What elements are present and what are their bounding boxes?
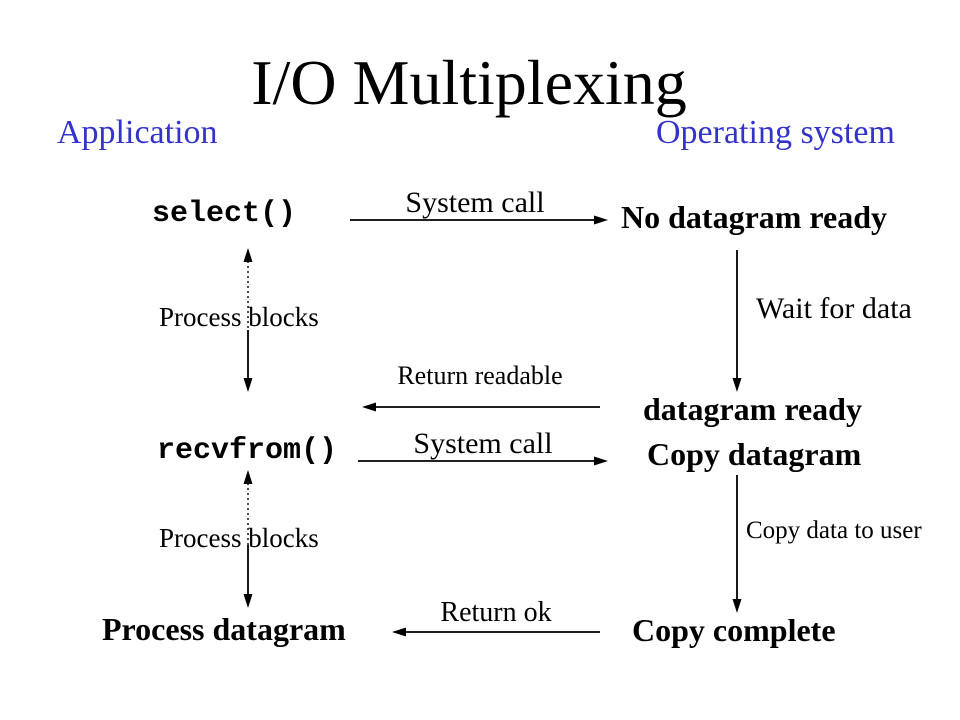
label-system-call-1: System call (405, 186, 545, 219)
system-call-1-arrow (350, 215, 608, 225)
label-wait-for-data: Wait for data (756, 292, 912, 325)
return-ok-arrow (392, 627, 600, 637)
label-copy-data-to-user: Copy data to user (746, 517, 922, 544)
node-recvfrom-call: recvfrom() (157, 434, 338, 468)
node-process-datagram: Process datagram (102, 611, 346, 647)
label-return-ok: Return ok (440, 597, 552, 628)
label-system-call-2: System call (413, 427, 553, 460)
label-return-readable: Return readable (397, 361, 563, 390)
copy-data-to-user-arrow (732, 475, 742, 613)
process-blocks-2-arrow (243, 470, 253, 608)
return-readable-arrow (362, 402, 600, 412)
node-copy-datagram: Copy datagram (647, 436, 862, 472)
system-call-2-arrow (358, 456, 608, 466)
node-select-call: select() (152, 197, 297, 231)
label-process-blocks-1: Process blocks (159, 302, 319, 332)
node-no-datagram-ready: No datagram ready (621, 199, 888, 235)
wait-for-data-arrow (732, 250, 742, 392)
label-process-blocks-2: Process blocks (159, 523, 319, 553)
node-datagram-ready: datagram ready (643, 391, 862, 427)
column-heading-application: Application (57, 114, 218, 151)
column-heading-operating-system: Operating system (656, 114, 895, 151)
process-blocks-1-arrow (243, 248, 253, 392)
slide-title: I/O Multiplexing (251, 47, 687, 118)
node-copy-complete: Copy complete (632, 612, 836, 648)
